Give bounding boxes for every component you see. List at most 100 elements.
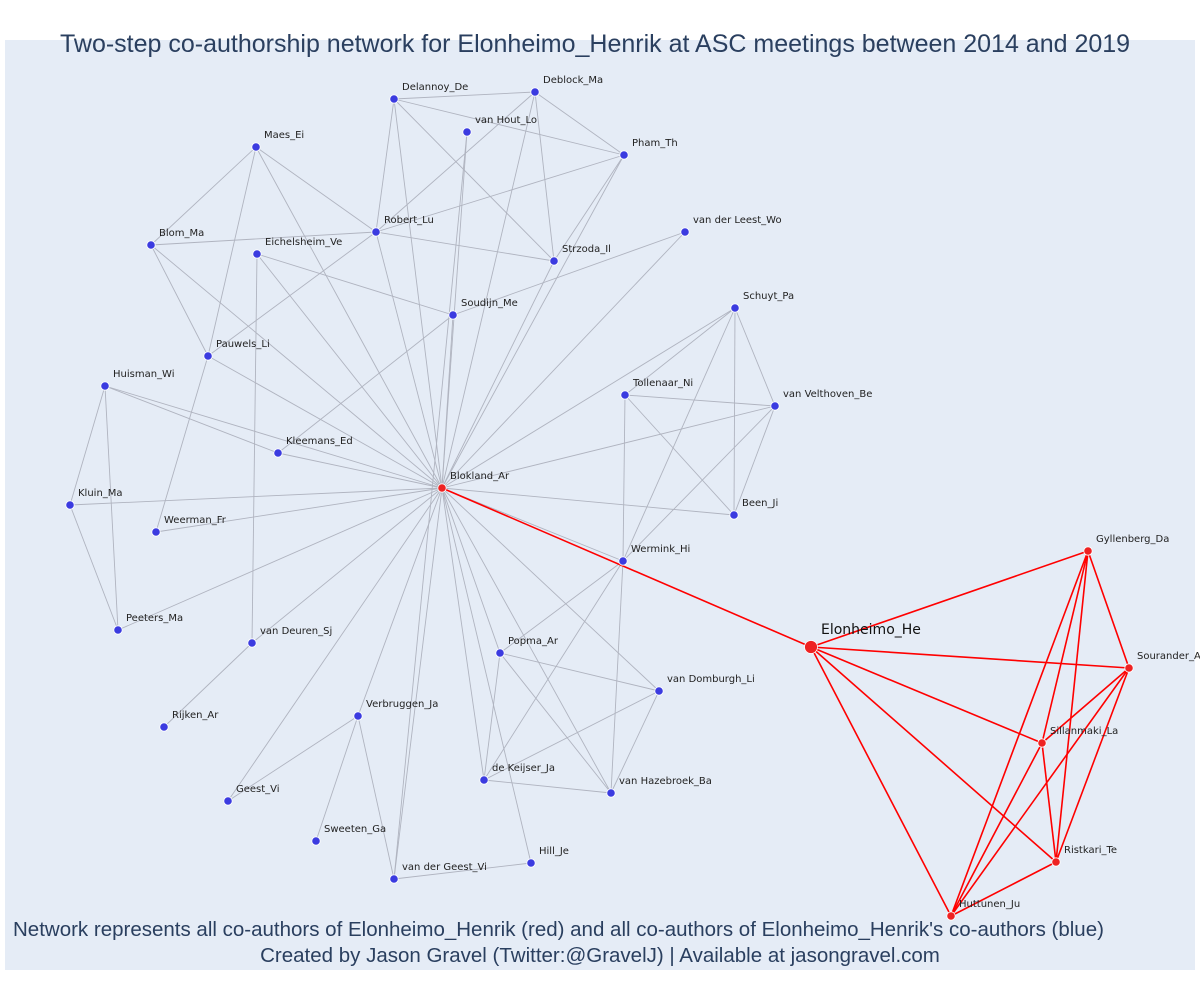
node-rijken-ar[interactable] [159,722,169,732]
coauthor-edge [499,652,660,692]
coauthor-edge [441,487,501,654]
coauthor-edge [624,394,735,516]
coauthor-edge [622,405,776,562]
coauthor-edge [251,487,443,644]
coauthor-edge [255,146,377,233]
coauthor-edge [441,307,736,489]
coauthor-edge [441,260,555,489]
ego-edge [810,646,1043,744]
node-delannoy-de[interactable] [389,94,399,104]
node-blokland-ar[interactable] [437,483,447,493]
node-van-hazebroek-ba[interactable] [606,788,616,798]
coauthor-edge [483,690,660,781]
node-label-blom-ma: Blom_Ma [159,228,204,239]
coauthor-edge [441,487,612,794]
coauthor-edge [441,91,536,489]
coauthor-edge [375,154,625,233]
node-label-van-hazebroek-ba: van Hazebroek_Ba [619,776,712,787]
node-van-deuren-sj[interactable] [247,638,257,648]
graph-nodes[interactable] [65,87,1134,921]
coauthor-edge [375,231,555,262]
node-blom-ma[interactable] [146,240,156,250]
node-label-popma-ar: Popma_Ar [508,636,559,647]
coauthor-edge [393,487,443,880]
node-label-elonheimo-he: Elonheimo_He [821,622,921,638]
node-gyllenberg-da[interactable] [1083,546,1093,556]
coauthor-edge [375,98,395,233]
coauthor-edge [207,355,443,489]
node-pham-th[interactable] [619,150,629,160]
node-soudijn-me[interactable] [448,310,458,320]
node-label-delannoy-de: Delannoy_De [402,82,468,93]
coauthor-edge [256,253,443,489]
node-huisman-wi[interactable] [100,381,110,391]
node-tollenaar-ni[interactable] [620,390,630,400]
ego-edge [950,550,1089,917]
node-label-gyllenberg-da: Gyllenberg_Da [1096,534,1169,545]
node-van-der-geest-vi[interactable] [389,874,399,884]
node-maes-ei[interactable] [251,142,261,152]
node-pauwels-li[interactable] [203,351,213,361]
ego-edge [1055,550,1089,863]
node-ristkari-te[interactable] [1051,857,1061,867]
coauthor-edge [227,487,443,802]
coauthor-edge [441,487,735,516]
node-label-robert-lu: Robert_Lu [384,215,434,226]
node-deblock-ma[interactable] [530,87,540,97]
node-robert-lu[interactable] [371,227,381,237]
coauthor-edge [277,314,454,454]
coauthor-edge [155,355,209,533]
node-label-van-velthoven-be: van Velthoven_Be [783,389,872,400]
node-van-velthoven-be[interactable] [770,401,780,411]
node-schuyt-pa[interactable] [730,303,740,313]
node-popma-ar[interactable] [495,648,505,658]
ego-edge [1041,667,1130,744]
node-label-eichelsheim-ve: Eichelsheim_Ve [265,237,342,248]
caption-description: Network represents all co-authors of Elo… [13,918,1104,941]
node-hill-je[interactable] [526,858,536,868]
coauthor-edge [393,131,468,880]
node-sweeten-ga[interactable] [311,836,321,846]
coauthor-edge [104,385,279,454]
node-label-huisman-wi: Huisman_Wi [113,369,175,380]
coauthor-edge [393,98,555,262]
coauthor-edge [155,487,443,533]
coauthor-edge [441,231,686,489]
coauthor-edge [499,652,612,794]
coauthor-edge [375,91,536,233]
node-wermink-hi[interactable] [618,556,628,566]
node-elonheimo-he[interactable] [804,640,818,654]
node-weerman-fr[interactable] [151,527,161,537]
node-van-domburgh-li[interactable] [654,686,664,696]
node-sillanmaki-la[interactable] [1037,738,1047,748]
node-label-wermink-hi: Wermink_Hi [631,544,690,555]
node-been-ji[interactable] [729,510,739,520]
node-label-strzoda-il: Strzoda_Il [562,244,611,255]
red-edges [441,487,1130,917]
node-van-der-leest-wo[interactable] [680,227,690,237]
node-geest-vi[interactable] [223,796,233,806]
coauthor-edge [733,307,736,516]
coauthor-edge [69,504,119,631]
node-huttunen-ju[interactable] [946,911,956,921]
coauthor-edge [207,146,257,357]
node-peeters-ma[interactable] [113,625,123,635]
node-label-van-domburgh-li: van Domburgh_Li [667,674,755,685]
node-eichelsheim-ve[interactable] [252,249,262,259]
node-kleemans-ed[interactable] [273,448,283,458]
node-kluin-ma[interactable] [65,500,75,510]
node-label-van-deuren-sj: van Deuren_Sj [260,626,332,637]
node-label-pham-th: Pham_Th [632,138,678,149]
coauthor-edge [441,405,776,489]
node-sourander-a[interactable] [1124,663,1134,673]
node-verbruggen-ja[interactable] [353,711,363,721]
node-de-keijser-ja[interactable] [479,775,489,785]
node-strzoda-il[interactable] [549,256,559,266]
coauthor-edge [452,231,686,316]
node-label-sillanmaki-la: Sillanmaki_La [1050,726,1118,737]
node-van-hout-lo[interactable] [462,127,472,137]
node-label-geest-vi: Geest_Vi [236,784,280,795]
coauthor-edge [150,244,209,357]
